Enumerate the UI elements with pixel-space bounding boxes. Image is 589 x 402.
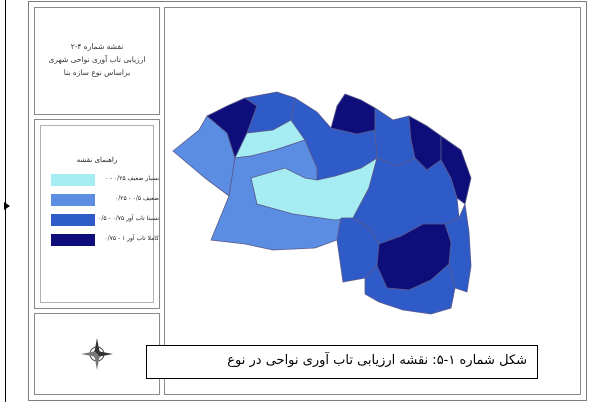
legend-swatch xyxy=(51,234,95,246)
figure-caption: شکل شماره ۱-۵: نقشه ارزیابی تاب آوری نوا… xyxy=(227,353,527,368)
legend-swatch xyxy=(51,174,95,186)
district-d8 xyxy=(330,93,376,135)
page-margin-rule xyxy=(5,0,6,402)
district-d12 xyxy=(440,135,472,205)
map-panel xyxy=(164,7,581,395)
map-title-line-3: براساس نوع سازه بنا xyxy=(63,68,131,77)
district-d15 xyxy=(364,263,456,315)
map-title-line-1: نقشه شماره ۴-۲ xyxy=(70,42,124,51)
legend-label: بسیار ضعیف ۰/۲۵ - ۰ xyxy=(104,175,159,182)
north-arrow-panel xyxy=(34,313,160,395)
legend-swatch xyxy=(51,214,95,226)
legend-panel: راهنمای نقشه بسیار ضعیف ۰/۲۵ - ۰ ضعیف ۰/… xyxy=(34,119,160,309)
compass-rose-icon xyxy=(81,338,113,370)
legend-heading: راهنمای نقشه xyxy=(76,156,118,164)
legend-label: کاملا تاب آور ۱ - ۰/۷۵ xyxy=(104,235,159,242)
legend-item: کاملا تاب آور ۱ - ۰/۷۵ xyxy=(51,234,159,246)
map-title: نقشه شماره ۴-۲ ارزیابی تاب آوری نواحی شه… xyxy=(39,40,155,79)
legend-label: نسبتا تاب آور ۰/۷۵ - ۰/۵ xyxy=(98,215,159,222)
legend-item: نسبتا تاب آور ۰/۷۵ - ۰/۵ xyxy=(51,214,159,226)
margin-arrow-icon xyxy=(4,202,10,210)
legend-box: راهنمای نقشه بسیار ضعیف ۰/۲۵ - ۰ ضعیف ۰/… xyxy=(40,125,159,303)
figure-caption-box: شکل شماره ۱-۵: نقشه ارزیابی تاب آوری نوا… xyxy=(146,345,538,379)
legend-swatch xyxy=(51,194,95,206)
map-layout-frame: نقشه شماره ۴-۲ ارزیابی تاب آوری نواحی شه… xyxy=(28,1,587,401)
legend-label: ضعیف ۰/۵ - ۰/۲۵ xyxy=(115,195,159,202)
legend-item: ضعیف ۰/۵ - ۰/۲۵ xyxy=(51,194,159,206)
legend-item: بسیار ضعیف ۰/۲۵ - ۰ xyxy=(51,174,159,186)
district-map xyxy=(172,91,472,315)
district-d16 xyxy=(444,202,472,293)
map-title-line-2: ارزیابی تاب آوری نواحی شهری xyxy=(48,55,146,64)
map-title-panel: نقشه شماره ۴-۲ ارزیابی تاب آوری نواحی شه… xyxy=(34,7,160,115)
